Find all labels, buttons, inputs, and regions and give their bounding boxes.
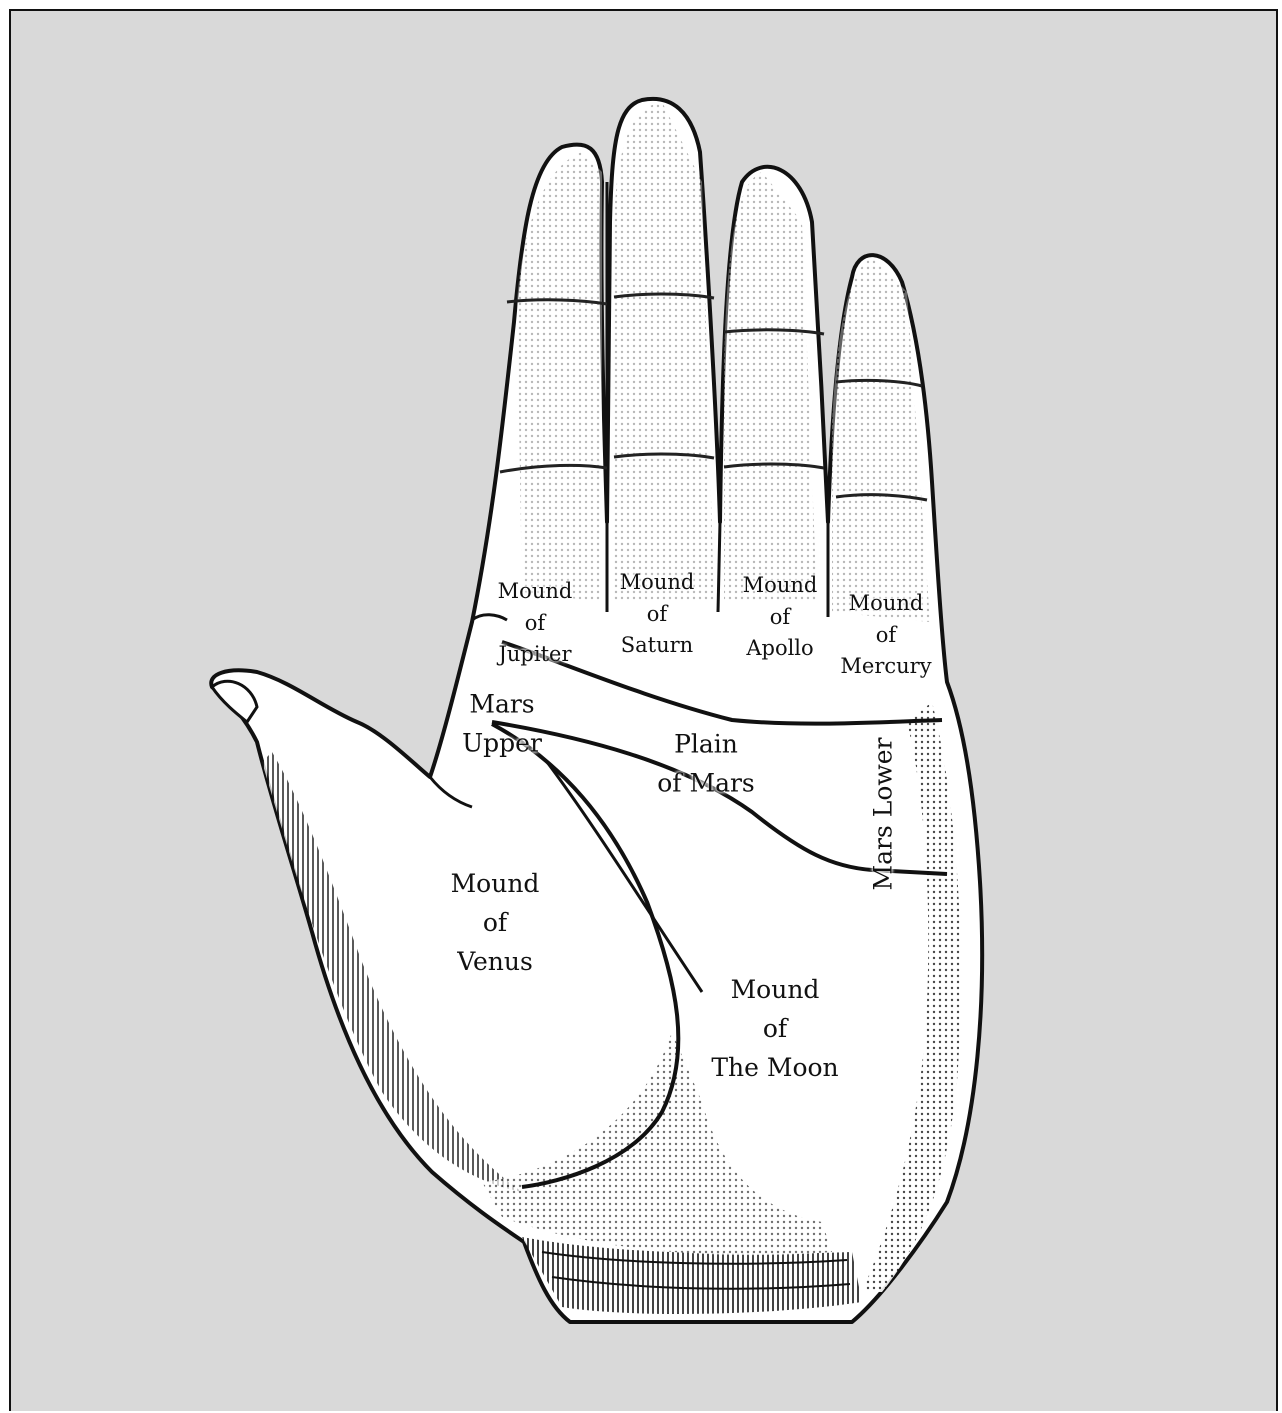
shading-middle [614, 102, 714, 602]
label-mound-of-apollo: Mound of Apollo [743, 570, 818, 665]
label-plain-of-mars: Plain of Mars [657, 725, 755, 803]
shading-little [832, 257, 930, 622]
label-mound-of-saturn: Mound of Saturn [620, 567, 695, 662]
diagram-frame: Mound of Jupiter Mound of Saturn Mound o… [9, 9, 1278, 1411]
label-mars-upper: Mars Upper [462, 685, 542, 763]
label-mound-of-venus: Mound of Venus [451, 865, 540, 981]
label-mound-of-the-moon: Mound of The Moon [711, 971, 838, 1087]
hand-illustration [11, 11, 1278, 1411]
label-mound-of-mercury: Mound of Mercury [840, 588, 931, 683]
label-mars-lower: Mars Lower [865, 737, 904, 890]
label-mound-of-jupiter: Mound of Jupiter [498, 576, 573, 671]
